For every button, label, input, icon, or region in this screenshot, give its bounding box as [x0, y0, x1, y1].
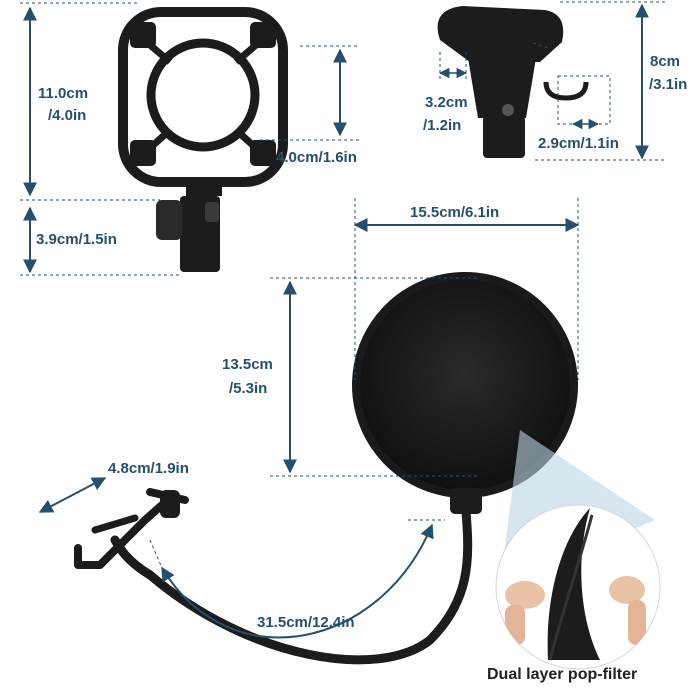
mic-clip-thread-label: 2.9cm/1.1in	[538, 135, 619, 152]
shock-mount-image	[118, 7, 288, 272]
pop-filter-diameter-label: 15.5cm/6.1in	[410, 204, 500, 221]
dimension-lines	[23, 3, 649, 639]
extension-lines	[20, 1, 665, 569]
mic-clip-opening-label-2: /1.2in	[423, 117, 462, 134]
mic-clip-height-label-2: /3.1in	[649, 76, 688, 93]
pop-filter-height-label-2: /5.3in	[229, 380, 268, 397]
mic-clip-height-label-1: 8cm	[650, 53, 681, 70]
pop-filter-zoom-callout	[495, 430, 661, 670]
pop-filter-height-label-1: 13.5cm	[222, 356, 273, 373]
mic-clip-opening-label-1: 3.2cm	[425, 94, 468, 111]
gooseneck-length-label: 31.5cm/12.4in	[257, 614, 355, 631]
shock-mount-ring-label: 4.0cm/1.6in	[276, 149, 357, 166]
shock-mount-height-label-2: /4.0in	[48, 107, 87, 124]
pop-filter-caption: Dual layer pop-filter	[487, 666, 638, 683]
shock-mount-height-label-1: 11.0cm	[38, 85, 89, 102]
mic-clip-image	[437, 6, 611, 158]
shock-mount-base-label: 3.9cm/1.5in	[36, 231, 117, 248]
clamp-width-label: 4.8cm/1.9in	[108, 460, 189, 477]
